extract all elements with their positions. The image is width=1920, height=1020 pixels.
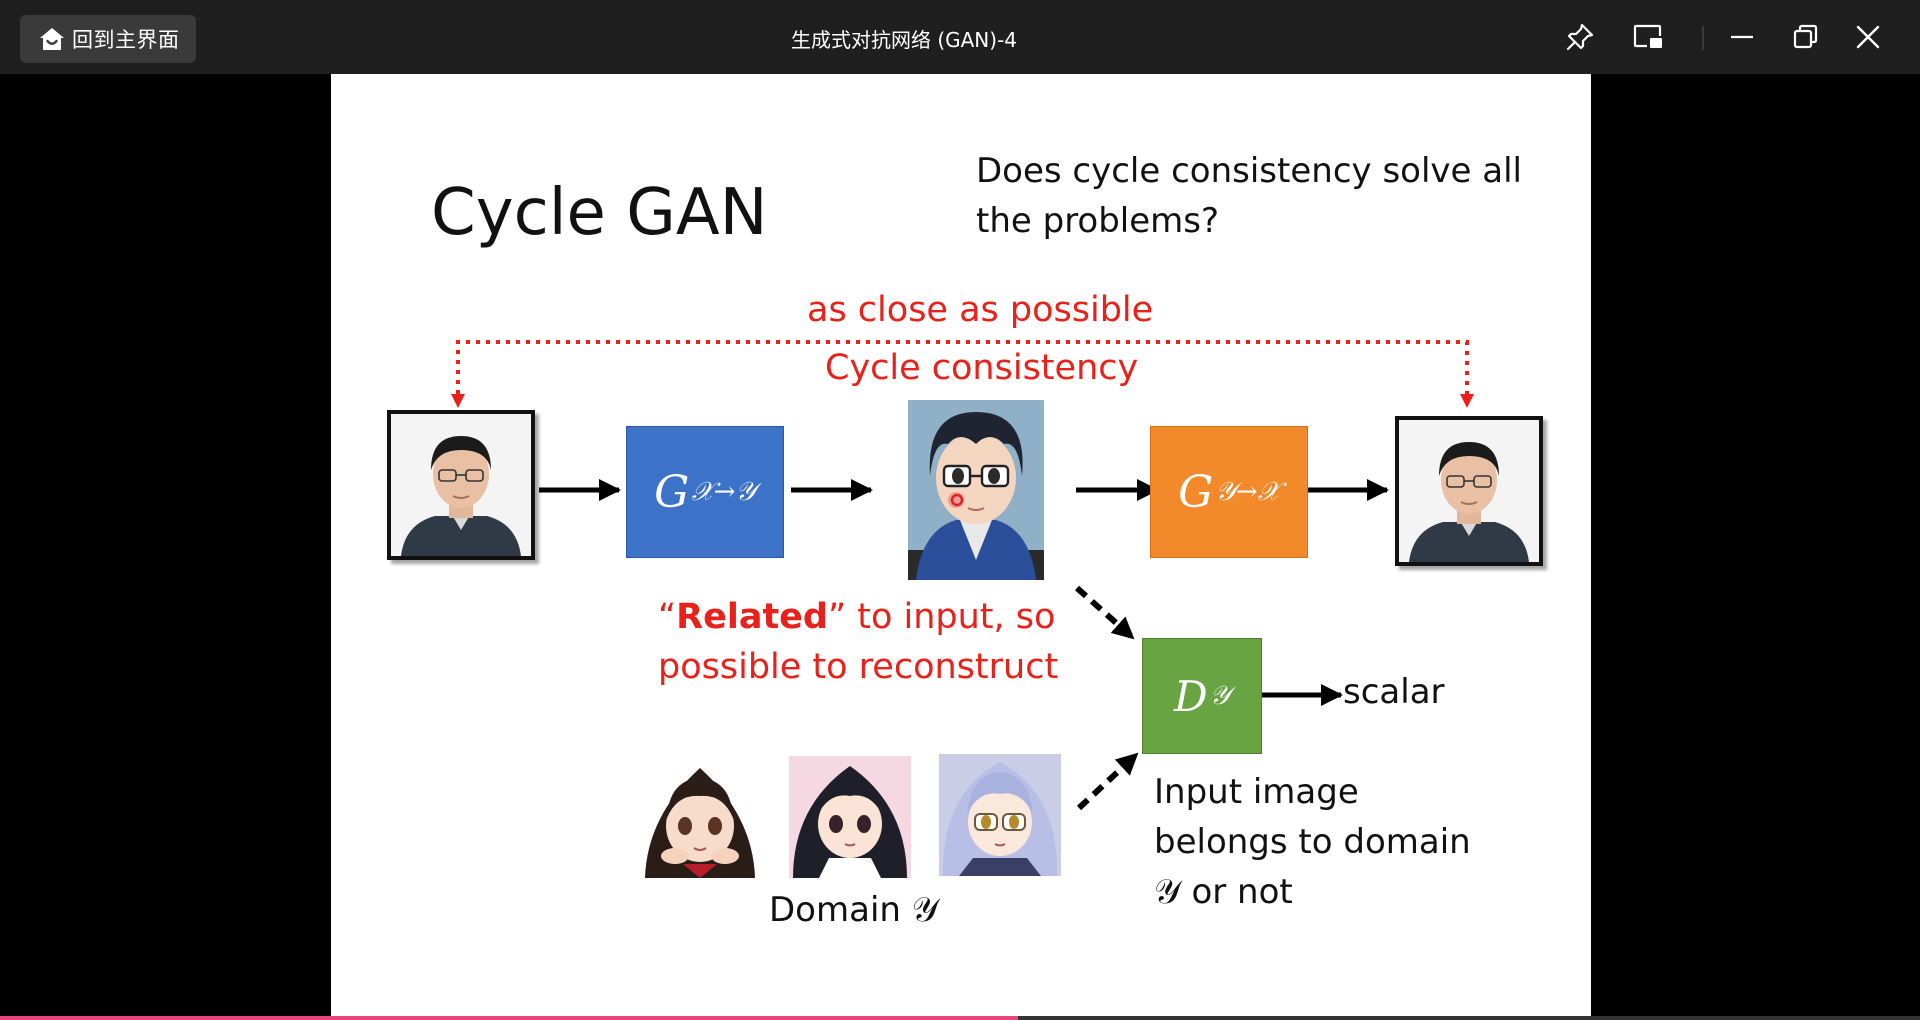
domain-y-sample-3 (939, 754, 1061, 876)
related-bold-word: Related (676, 597, 828, 637)
playback-progress-fill (0, 1016, 1018, 1020)
related-to-input-note: “Related” to input, so possible to recon… (658, 592, 1098, 692)
generator-yx-subscript: 𝒴→𝒳 (1215, 476, 1280, 507)
slide: Cycle GAN Does cycle consistency solve a… (331, 74, 1591, 1016)
generator-xy-symbol: G (654, 466, 690, 518)
anime-girl-glasses-icon (939, 754, 1061, 876)
title-bar: 回到主界面 生成式对抗网络 (GAN)-4 (0, 0, 1920, 74)
domain-y-sample-1 (639, 756, 761, 878)
picture-in-picture-button[interactable] (1628, 17, 1668, 57)
person-portrait-icon (391, 414, 531, 556)
home-button-label: 回到主界面 (72, 28, 180, 52)
cycle-consistency-label: Cycle consistency (825, 348, 1139, 388)
domain-y-label: Domain 𝒴 (769, 890, 939, 930)
diagram-arrows (451, 340, 1474, 811)
generator-xy-subscript: 𝒳→𝒴 (691, 476, 756, 507)
anime-character-icon (908, 400, 1044, 580)
discriminator-description-line2: domain 𝒴 or not (1154, 822, 1471, 912)
dashed-arrow-anime-to-d (1075, 585, 1135, 641)
cycle-dotted-line (456, 340, 1469, 404)
back-to-home-button[interactable]: 回到主界面 (20, 15, 196, 63)
slide-question: Does cycle consistency solve all the pro… (976, 151, 1522, 241)
dotted-arrow-head-right (1460, 394, 1474, 408)
close-icon (1856, 25, 1880, 49)
restore-button[interactable] (1786, 17, 1826, 57)
discriminator-description-line1: Input image belongs to (1154, 772, 1359, 862)
dashed-arrow-domain-to-d (1076, 751, 1140, 811)
slide-title: Cycle GAN (431, 176, 768, 250)
picture-in-picture-icon (1633, 24, 1662, 48)
home-icon (38, 25, 66, 53)
related-quote-open: “ (658, 597, 677, 637)
minimize-icon (1731, 35, 1753, 39)
anime-girl-icon (789, 756, 911, 878)
restore-icon (1793, 24, 1818, 49)
minimize-button[interactable] (1722, 17, 1762, 57)
pin-button[interactable] (1560, 17, 1600, 57)
video-area[interactable]: Cycle GAN Does cycle consistency solve a… (0, 74, 1920, 1016)
anime-girl-icon (639, 756, 761, 878)
dotted-arrow-head-left (451, 394, 465, 408)
person-portrait-icon (1399, 420, 1539, 562)
discriminator-description: Input image belongs to domain 𝒴 or not (1154, 767, 1484, 917)
title-bar-separator (1702, 26, 1704, 50)
domain-y-sample-2 (789, 756, 911, 878)
input-photo-x (387, 410, 535, 560)
discriminator-symbol: D (1173, 671, 1208, 721)
discriminator-subscript: 𝒴 (1209, 680, 1231, 711)
playback-progress-bar[interactable] (0, 1016, 1920, 1020)
scalar-output-label: scalar (1343, 672, 1445, 712)
related-rest-text: ” to input, so possible to reconstruct (658, 597, 1059, 687)
pin-icon (1566, 23, 1594, 51)
close-button[interactable] (1848, 17, 1888, 57)
generator-yx-symbol: G (1178, 466, 1214, 518)
reconstructed-photo-x (1395, 416, 1543, 566)
generated-anime-image (908, 400, 1044, 580)
as-close-as-possible-label: as close as possible (807, 290, 1154, 330)
window-title: 生成式对抗网络 (GAN)-4 (790, 28, 1018, 52)
